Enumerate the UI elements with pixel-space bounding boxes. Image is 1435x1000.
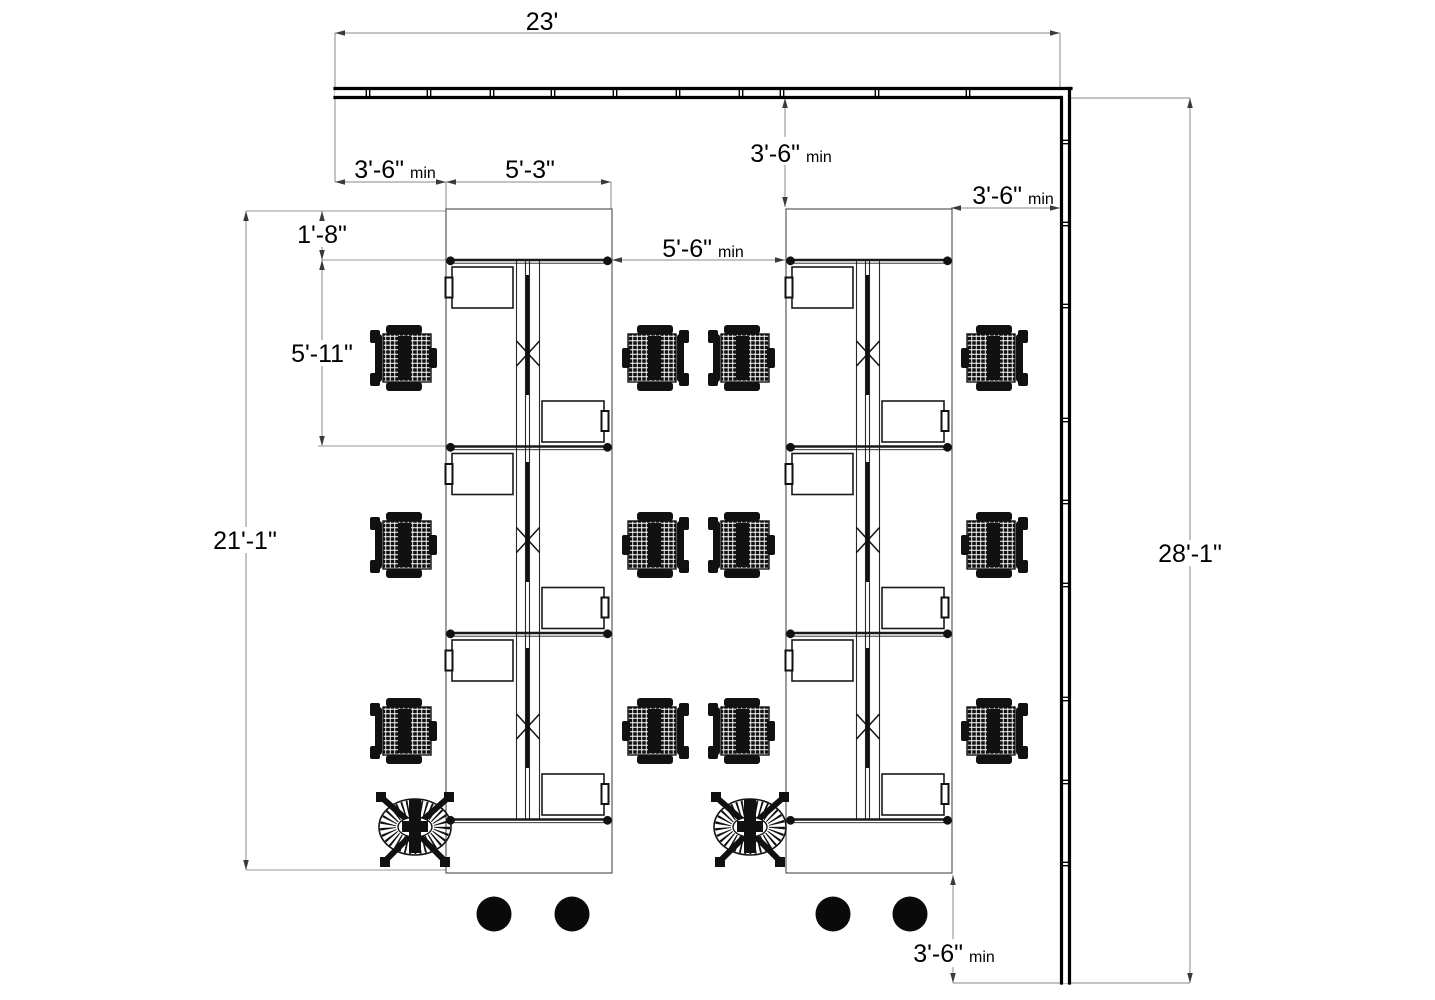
stools xyxy=(476,896,928,932)
dim-aisle-width: 5'-6" xyxy=(662,235,712,263)
task-chair xyxy=(369,324,438,392)
dim-right-depth: 28'-1" xyxy=(1158,540,1222,568)
workstation-block-right xyxy=(786,209,953,873)
task-chairs xyxy=(369,324,1029,765)
wall-right xyxy=(1059,86,1072,985)
dim-clearance-top-left-min: min xyxy=(410,165,436,182)
wall-panel-joints xyxy=(1060,139,1071,867)
label-backgrounds xyxy=(211,137,1224,967)
stool xyxy=(554,896,590,932)
task-chair xyxy=(707,697,776,765)
dim-left-depth: 21'-1" xyxy=(213,527,277,555)
dim-desk-offset: 1'-8" xyxy=(297,221,347,249)
stool xyxy=(815,896,851,932)
wall-panel-joints xyxy=(365,87,971,99)
dim-clearance-top-left: 3'-6" xyxy=(354,156,404,184)
task-chair xyxy=(960,697,1029,765)
task-chair xyxy=(960,324,1029,392)
stool xyxy=(892,896,928,932)
task-chair xyxy=(621,511,690,579)
workstation-block-left xyxy=(446,209,613,873)
dim-clearance-top-right: 3'-6" xyxy=(972,182,1022,210)
stool xyxy=(476,896,512,932)
dimension-arrows xyxy=(243,30,1193,983)
wall-top xyxy=(333,86,1073,100)
dim-entry-clearance: 3'-6" xyxy=(750,140,800,168)
dim-aisle-width-min: min xyxy=(718,244,744,261)
dim-total-width: 23' xyxy=(526,8,559,36)
dim-clearance-bottom-min: min xyxy=(969,949,995,966)
task-chair xyxy=(621,324,690,392)
dim-workstation-width: 5'-3" xyxy=(505,156,555,184)
dim-entry-clearance-min: min xyxy=(806,149,832,166)
dim-bay-depth: 5'-11" xyxy=(291,340,353,368)
task-chair xyxy=(707,511,776,579)
dimension-labels: 23' 3'-6" min 5'-3" 3'-6" min 3'-6" min … xyxy=(213,8,1222,968)
task-chair xyxy=(369,511,438,579)
task-chair xyxy=(707,324,776,392)
lounge-chair xyxy=(711,792,789,867)
task-chair xyxy=(369,697,438,765)
dim-clearance-bottom: 3'-6" xyxy=(913,940,963,968)
dim-clearance-top-right-min: min xyxy=(1028,191,1054,208)
lounge-chair xyxy=(376,792,454,867)
task-chair xyxy=(621,697,690,765)
task-chair xyxy=(960,511,1029,579)
